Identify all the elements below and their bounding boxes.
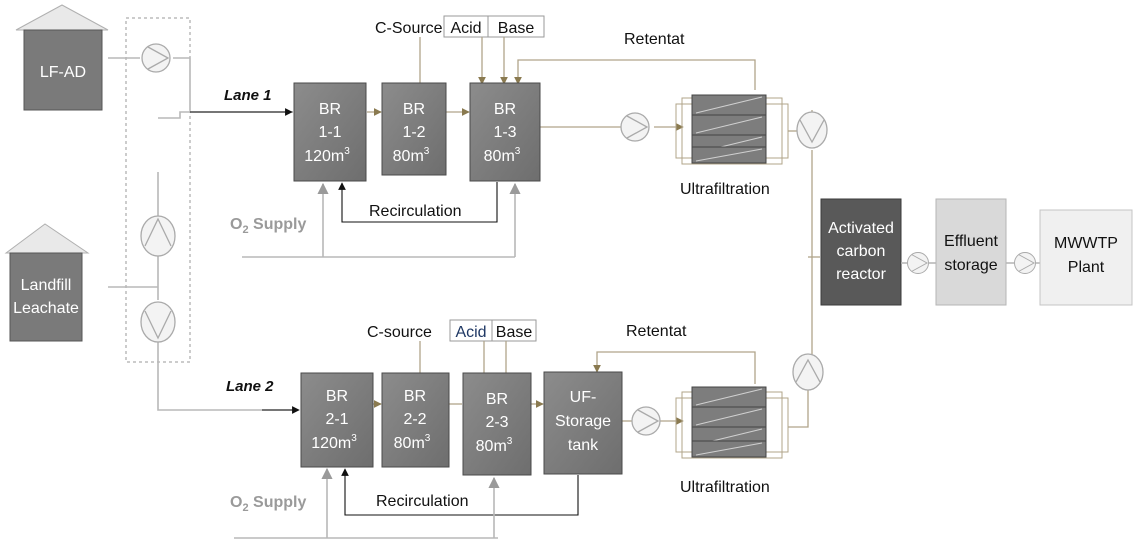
lfad-source: LF-AD <box>15 4 109 111</box>
lane1-csource-label: C-Source <box>375 20 443 37</box>
svg-text:1-3: 1-3 <box>493 124 516 141</box>
svg-text:BR: BR <box>404 388 426 405</box>
svg-text:BR: BR <box>326 388 348 405</box>
pump-icon <box>141 43 171 73</box>
svg-text:tank: tank <box>568 437 599 454</box>
reactor-br-2-2: BR 2-2 80m3 <box>381 372 450 468</box>
pump-icon <box>1014 252 1036 274</box>
svg-text:80m3: 80m3 <box>393 146 430 165</box>
lane1-ultrafiltration-unit <box>675 94 789 165</box>
svg-text:80m3: 80m3 <box>394 433 431 452</box>
svg-text:Storage: Storage <box>555 413 611 430</box>
mwwtp-plant: MWWTP Plant <box>1039 209 1133 306</box>
pump-icon <box>140 301 176 343</box>
effluent-storage: Effluent storage <box>935 198 1007 306</box>
landfill-leachate-source: Landfill Leachate <box>4 223 90 342</box>
pump-icon <box>907 252 929 274</box>
leachate-label-2: Leachate <box>13 300 79 317</box>
reactor-br-1-1: BR 1-1 120m3 <box>293 82 367 182</box>
svg-text:Activated: Activated <box>828 220 894 237</box>
lane2-csource-label: C-source <box>367 324 432 341</box>
lane-1-label: Lane 1 <box>224 87 272 104</box>
svg-text:UF-: UF- <box>570 389 597 406</box>
lane-2-label: Lane 2 <box>226 378 274 395</box>
svg-text:2-2: 2-2 <box>403 411 426 428</box>
pump-icon <box>631 406 661 436</box>
reactor-br-2-1: BR 2-1 120m3 <box>300 372 374 468</box>
svg-text:80m3: 80m3 <box>476 436 513 455</box>
lane1-recirculation-line <box>338 182 498 223</box>
activated-carbon-reactor: Activated carbon reactor <box>820 198 902 306</box>
lane2-recirculation-label: Recirculation <box>376 493 468 510</box>
reactor-br-2-3: BR 2-3 80m3 <box>462 372 532 476</box>
svg-text:80m3: 80m3 <box>484 146 521 165</box>
svg-text:BR: BR <box>319 101 341 118</box>
lane2-ultrafiltration-label: Ultrafiltration <box>680 479 770 496</box>
lane2-base-box <box>491 319 537 342</box>
svg-text:2-1: 2-1 <box>325 411 348 428</box>
lane2-recirculation-line <box>341 468 579 516</box>
svg-text:1-1: 1-1 <box>318 124 341 141</box>
svg-text:BR: BR <box>403 101 425 118</box>
lane2-acid-label: Acid <box>455 324 486 341</box>
lfad-label: LF-AD <box>40 64 86 81</box>
reactor-br-1-2: BR 1-2 80m3 <box>381 82 447 176</box>
svg-text:storage: storage <box>944 257 997 274</box>
lane2-retentat-label: Retentat <box>626 323 687 340</box>
svg-text:reactor: reactor <box>836 266 886 283</box>
lane1-base-label: Base <box>498 20 535 37</box>
lane1-retentat-label: Retentat <box>624 31 685 48</box>
svg-text:Plant: Plant <box>1068 259 1105 276</box>
lane2-base-label: Base <box>496 324 533 341</box>
lane1-o2-supply-label: O2 Supply <box>230 216 306 236</box>
pump-icon <box>620 112 650 142</box>
leachate-label-1: Landfill <box>21 277 72 294</box>
lane2-o2-supply-label: O2 Supply <box>230 494 306 514</box>
svg-text:1-2: 1-2 <box>402 124 425 141</box>
lane2-ultrafiltration-unit <box>675 386 789 459</box>
pump-icon <box>796 111 828 149</box>
pump-icon <box>140 215 176 257</box>
pump-icon <box>792 353 824 391</box>
reactor-br-1-3: BR 1-3 80m3 <box>469 82 541 182</box>
lane1-acid-label: Acid <box>450 20 481 37</box>
feed-lines <box>108 57 293 411</box>
svg-text:BR: BR <box>494 101 516 118</box>
svg-text:Effluent: Effluent <box>944 233 999 250</box>
lane1-ultrafiltration-label: Ultrafiltration <box>680 181 770 198</box>
svg-text:2-3: 2-3 <box>485 414 508 431</box>
svg-text:120m3: 120m3 <box>304 146 350 165</box>
lane1-base-box <box>487 15 545 38</box>
uf-storage-tank: UF- Storage tank <box>543 371 623 475</box>
svg-text:carbon: carbon <box>837 243 886 260</box>
svg-text:BR: BR <box>486 391 508 408</box>
lane1-recirculation-label: Recirculation <box>369 203 461 220</box>
svg-text:120m3: 120m3 <box>311 433 357 452</box>
svg-text:MWWTP: MWWTP <box>1054 235 1118 252</box>
